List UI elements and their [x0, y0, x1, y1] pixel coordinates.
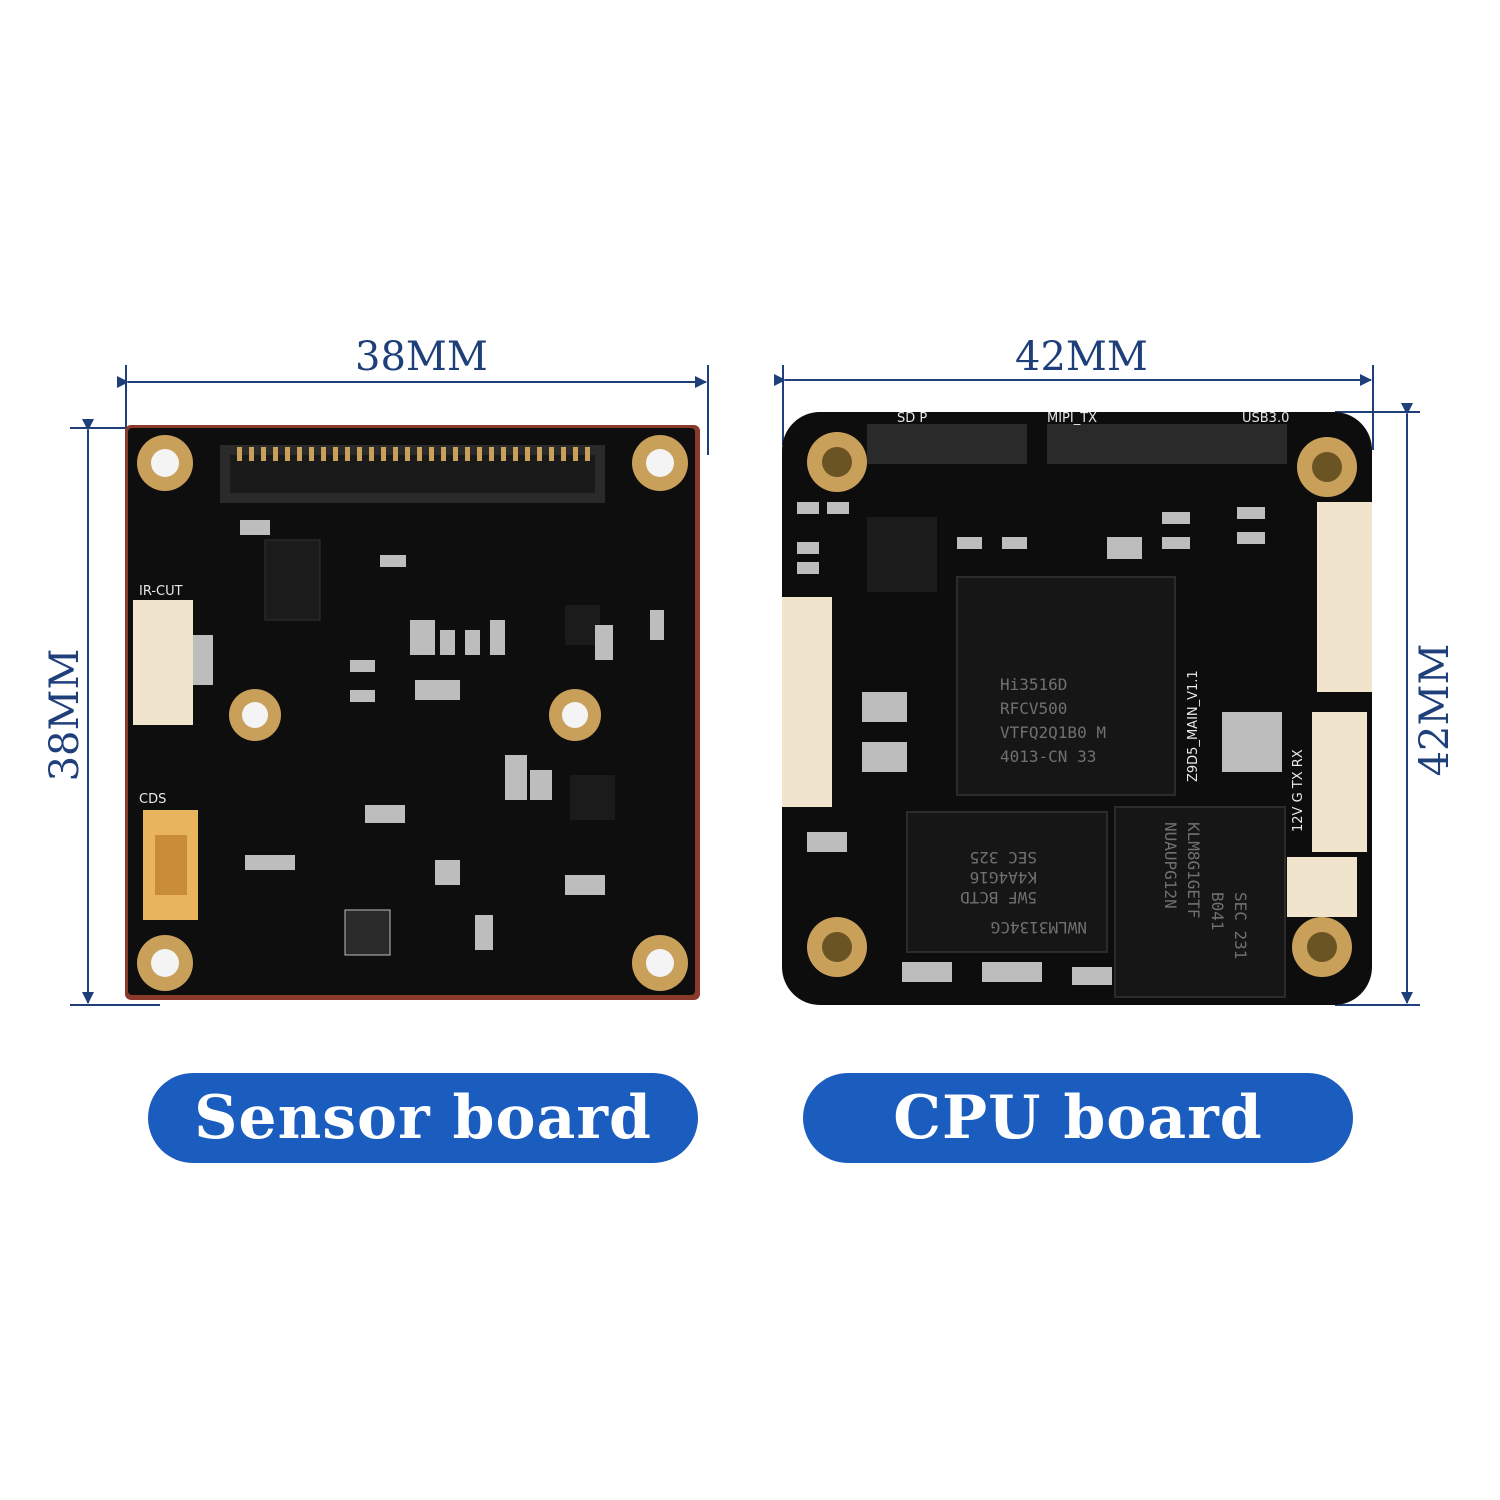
uart-silkscreen: 12V G TX RX — [1291, 749, 1306, 832]
cpu-board-image: SD P MIPI_TX USB3.0 Z9D5_MAIN_V1.1 12V G… — [782, 412, 1372, 1005]
emmc-marking-3: KLM8G1GETF — [1184, 822, 1203, 918]
ir-cut-silkscreen: IR-CUT — [139, 584, 183, 599]
sensor-board-image: IR-CUT CDS — [125, 425, 700, 1000]
sensor-height-label: 38MM — [42, 648, 88, 782]
usb-silkscreen: USB3.0 — [1242, 412, 1289, 426]
cpu-width-label: 42MM — [1015, 334, 1148, 380]
soc-marking-1: Hi3516D — [1000, 675, 1067, 694]
soc-marking-2: RFCV500 — [1000, 699, 1067, 718]
ram-marking-4: SEC 325 — [970, 848, 1037, 867]
emmc-marking-1: SEC 231 — [1231, 892, 1250, 959]
sensor-board-label: Sensor board — [148, 1073, 698, 1163]
soc-marking-4: 4013-CN 33 — [1000, 747, 1096, 766]
mipi-silkscreen: MIPI_TX — [1047, 412, 1097, 426]
emmc-marking-4: NUAUPG12N — [1161, 822, 1180, 909]
ram-marking-3: K4A4G16 — [970, 868, 1037, 887]
ram-marking-2: 5WF BCTD — [960, 888, 1037, 907]
cpu-board-label: CPU board — [803, 1073, 1353, 1163]
ram-marking-1: NWLM3134CG — [991, 918, 1087, 937]
soc-marking-3: VTFQ2Q1B0 M — [1000, 723, 1106, 742]
cpu-height-label: 42MM — [1412, 643, 1458, 777]
cds-silkscreen: CDS — [139, 792, 166, 807]
sd-silkscreen: SD P — [897, 412, 927, 426]
emmc-marking-2: B041 — [1208, 892, 1227, 931]
sensor-width-label: 38MM — [355, 334, 488, 380]
main-silkscreen: Z9D5_MAIN_V1.1 — [1186, 670, 1201, 782]
